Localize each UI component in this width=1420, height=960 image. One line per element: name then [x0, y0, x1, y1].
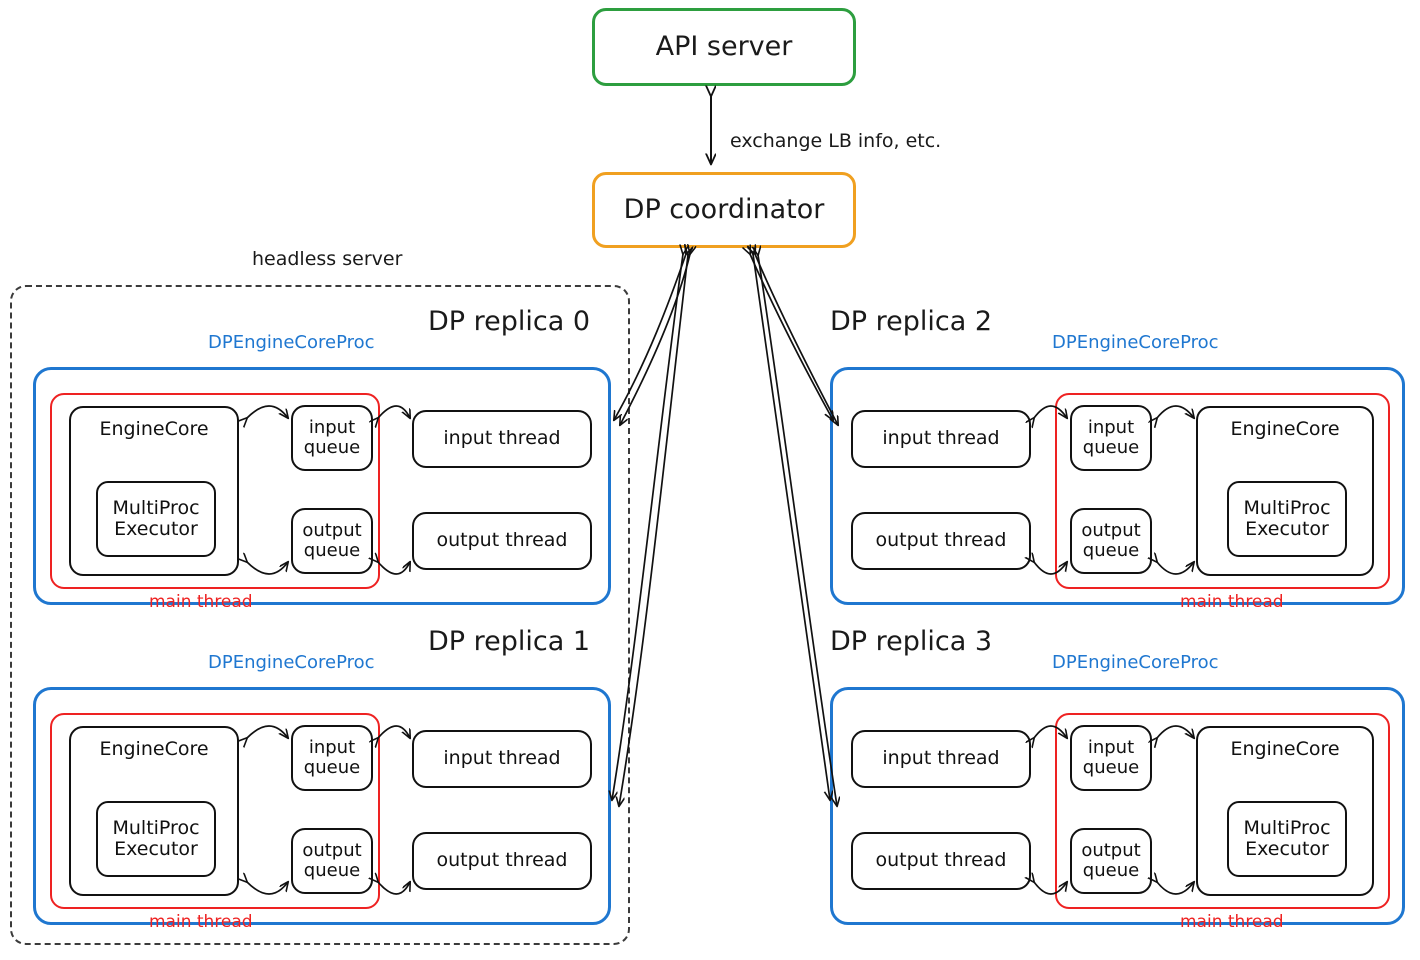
- headless-server-caption: headless server: [252, 248, 403, 270]
- replica-0-enginecore-label: EngineCore: [99, 418, 209, 440]
- replica-2-output-thread-box[interactable]: output thread: [851, 512, 1031, 570]
- replica-2-output-queue-label: output queue: [1081, 519, 1141, 561]
- replica-1-output-thread-label: output thread: [436, 849, 568, 872]
- replica-1-main-thread-box: [50, 713, 380, 909]
- replica-2-enginecore-box[interactable]: EngineCore MultiProc Executor: [1196, 406, 1374, 576]
- replica-0-input-thread-box[interactable]: input thread: [412, 410, 592, 468]
- replica-3-output-thread-label: output thread: [875, 849, 1007, 872]
- replica-0-enginecore-box[interactable]: EngineCore MultiProc Executor: [69, 406, 239, 576]
- replica-0-proc-caption: DPEngineCoreProc: [208, 332, 375, 353]
- replica-3-main-thread-caption: main thread: [1180, 912, 1284, 932]
- dp-coordinator-node[interactable]: DP coordinator: [592, 172, 856, 248]
- replica-2-output-thread-label: output thread: [875, 529, 1007, 552]
- replica-3-input-queue-label: input queue: [1082, 736, 1140, 778]
- replica-0-caption: DP replica 0: [428, 306, 591, 337]
- replica-1-proc-caption: DPEngineCoreProc: [208, 652, 375, 673]
- replica-2-input-queue-box[interactable]: input queue: [1070, 405, 1152, 471]
- replica-3-enginecore-label: EngineCore: [1230, 738, 1340, 760]
- replica-3-output-queue-label: output queue: [1081, 839, 1141, 881]
- replica-2-main-thread-caption: main thread: [1180, 592, 1284, 612]
- replica-0-input-queue-label: input queue: [303, 416, 361, 458]
- replica-1-enginecore-label: EngineCore: [99, 738, 209, 760]
- replica-2-input-thread-box[interactable]: input thread: [851, 410, 1031, 468]
- replica-1-enginecore-box[interactable]: EngineCore MultiProc Executor: [69, 726, 239, 896]
- replica-2-multiproc-executor-label: MultiProc Executor: [1243, 496, 1331, 540]
- replica-1-input-queue-label: input queue: [303, 736, 361, 778]
- replica-0-main-thread-caption: main thread: [149, 592, 253, 612]
- replica-0-multiproc-executor-box[interactable]: MultiProc Executor: [96, 481, 216, 557]
- replica-1-main-thread-caption: main thread: [149, 912, 253, 932]
- arrow-coordinator-replica-2: [750, 254, 838, 425]
- replica-3-main-thread-box: [1055, 713, 1390, 909]
- replica-1-multiproc-executor-label: MultiProc Executor: [112, 816, 200, 860]
- replica-0-output-thread-box[interactable]: output thread: [412, 512, 592, 570]
- replica-3-input-thread-box[interactable]: input thread: [851, 730, 1031, 788]
- replica-2-enginecore-label: EngineCore: [1230, 418, 1340, 440]
- arrow-coordinator-replica-3: [753, 254, 837, 806]
- replica-0-output-queue-box[interactable]: output queue: [291, 508, 373, 574]
- replica-0-output-queue-label: output queue: [302, 519, 362, 561]
- replica-3-input-queue-box[interactable]: input queue: [1070, 725, 1152, 791]
- replica-2-multiproc-executor-box[interactable]: MultiProc Executor: [1227, 481, 1347, 557]
- replica-0-main-thread-box: [50, 393, 380, 589]
- replica-2-input-thread-label: input thread: [882, 427, 1000, 450]
- replica-3-output-thread-box[interactable]: output thread: [851, 832, 1031, 890]
- replica-1-caption: DP replica 1: [428, 626, 591, 657]
- replica-2-proc-caption: DPEngineCoreProc: [1052, 332, 1219, 353]
- replica-1-multiproc-executor-box[interactable]: MultiProc Executor: [96, 801, 216, 877]
- api-server-label: API server: [655, 30, 793, 62]
- replica-1-output-queue-box[interactable]: output queue: [291, 828, 373, 894]
- replica-3-multiproc-executor-box[interactable]: MultiProc Executor: [1227, 801, 1347, 877]
- replica-1-input-queue-box[interactable]: input queue: [291, 725, 373, 791]
- replica-1-input-thread-label: input thread: [443, 747, 561, 770]
- replica-0-input-thread-label: input thread: [443, 427, 561, 450]
- replica-1-output-thread-box[interactable]: output thread: [412, 832, 592, 890]
- replica-3-output-queue-box[interactable]: output queue: [1070, 828, 1152, 894]
- api-server-node[interactable]: API server: [592, 8, 856, 86]
- replica-2-caption: DP replica 2: [830, 306, 993, 337]
- replica-3-enginecore-box[interactable]: EngineCore MultiProc Executor: [1196, 726, 1374, 896]
- replica-2-main-thread-box: [1055, 393, 1390, 589]
- replica-0-multiproc-executor-label: MultiProc Executor: [112, 496, 200, 540]
- replica-3-multiproc-executor-label: MultiProc Executor: [1243, 816, 1331, 860]
- replica-3-proc-caption: DPEngineCoreProc: [1052, 652, 1219, 673]
- replica-2-output-queue-box[interactable]: output queue: [1070, 508, 1152, 574]
- replica-1-proc-box[interactable]: [33, 687, 611, 925]
- replica-1-output-queue-label: output queue: [302, 839, 362, 881]
- replica-0-input-queue-box[interactable]: input queue: [291, 405, 373, 471]
- replica-3-input-thread-label: input thread: [882, 747, 1000, 770]
- replica-3-caption: DP replica 3: [830, 626, 993, 657]
- replica-2-input-queue-label: input queue: [1082, 416, 1140, 458]
- replica-1-input-thread-box[interactable]: input thread: [412, 730, 592, 788]
- replica-0-output-thread-label: output thread: [436, 529, 568, 552]
- dp-coordinator-label: DP coordinator: [623, 193, 825, 225]
- exchange-lb-info-label: exchange LB info, etc.: [730, 130, 942, 152]
